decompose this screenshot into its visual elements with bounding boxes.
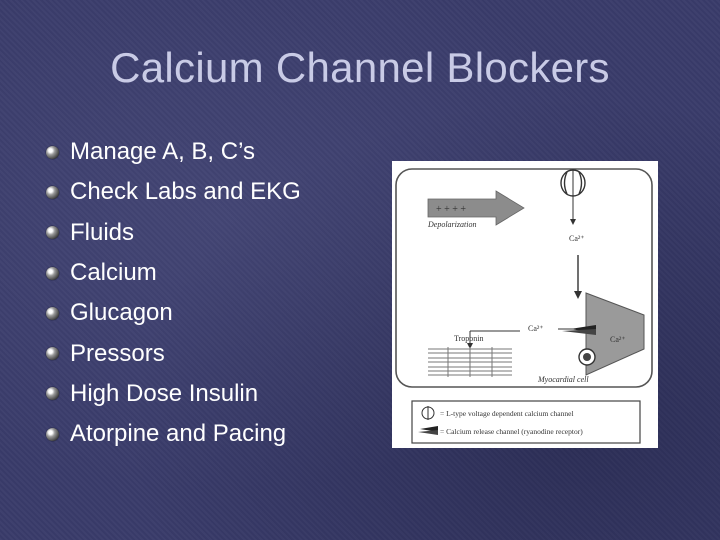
ryanodine-receptor-icon [562,325,596,335]
ca-store-label: Ca²⁺ [610,335,626,344]
bullet-icon [46,185,59,199]
legend-item-1: = L-type voltage dependent calcium chann… [440,409,574,418]
bullet-icon [46,427,59,441]
bullet-icon [46,387,59,401]
ca-channel-label: Ca²⁺ [569,234,585,243]
bullet-icon [46,226,59,240]
bullet-item: Atorpine and Pacing [46,414,301,454]
bullet-list: Manage A, B, C’s Check Labs and EKG Flui… [46,132,301,454]
cell-membrane [395,168,653,388]
bullet-icon [46,347,59,361]
bullet-icon [46,145,59,159]
sarcomere-filaments [428,347,512,377]
bullet-text: Check Labs and EKG [70,178,301,206]
bullet-item: Pressors [46,333,301,373]
bullet-item: Check Labs and EKG [46,172,301,212]
bullet-text: Manage A, B, C’s [70,138,255,166]
legend-ryanodine-icon [418,426,438,435]
bullet-item: Fluids [46,213,301,253]
bullet-text: Atorpine and Pacing [70,420,287,448]
calcium-channel-diagram: Ca²⁺ + + + + Depolarization Ca²⁺ Ca²⁺ [392,161,658,448]
diagram-svg: Ca²⁺ + + + + Depolarization Ca²⁺ Ca²⁺ [395,168,653,444]
bullet-icon [46,306,59,320]
legend-item-2: = Calcium release channel (ryanodine rec… [440,427,583,436]
influx-arrowhead [570,219,576,225]
slide-title: Calcium Channel Blockers [110,44,610,91]
cell-label: Myocardial cell [537,375,589,384]
bullet-text: Pressors [70,339,165,367]
bullet-text: High Dose Insulin [70,379,259,407]
depolarization-arrow-icon [427,190,525,226]
bullet-icon [46,266,59,280]
l-type-channel-icon [560,169,586,197]
depolarization-charges: + + + + [436,204,466,215]
receptor-circle-icon [578,348,596,366]
legend-l-type-icon [421,406,435,420]
down-arrowhead [574,291,582,299]
bullet-text: Calcium [70,259,157,287]
bullet-item: Glucagon [46,293,301,333]
bullet-text: Glucagon [70,299,173,327]
sarcoplasmic-reticulum [585,292,645,376]
troponin-label: Troponin [454,334,484,343]
ca-cytosol-label: Ca²⁺ [528,324,544,333]
legend-box [411,400,641,444]
depolarization-label: Depolarization [427,220,476,229]
bullet-text: Fluids [70,218,135,246]
bullet-item: Manage A, B, C’s [46,132,301,172]
bullet-item: High Dose Insulin [46,374,301,414]
bullet-item: Calcium [46,253,301,293]
